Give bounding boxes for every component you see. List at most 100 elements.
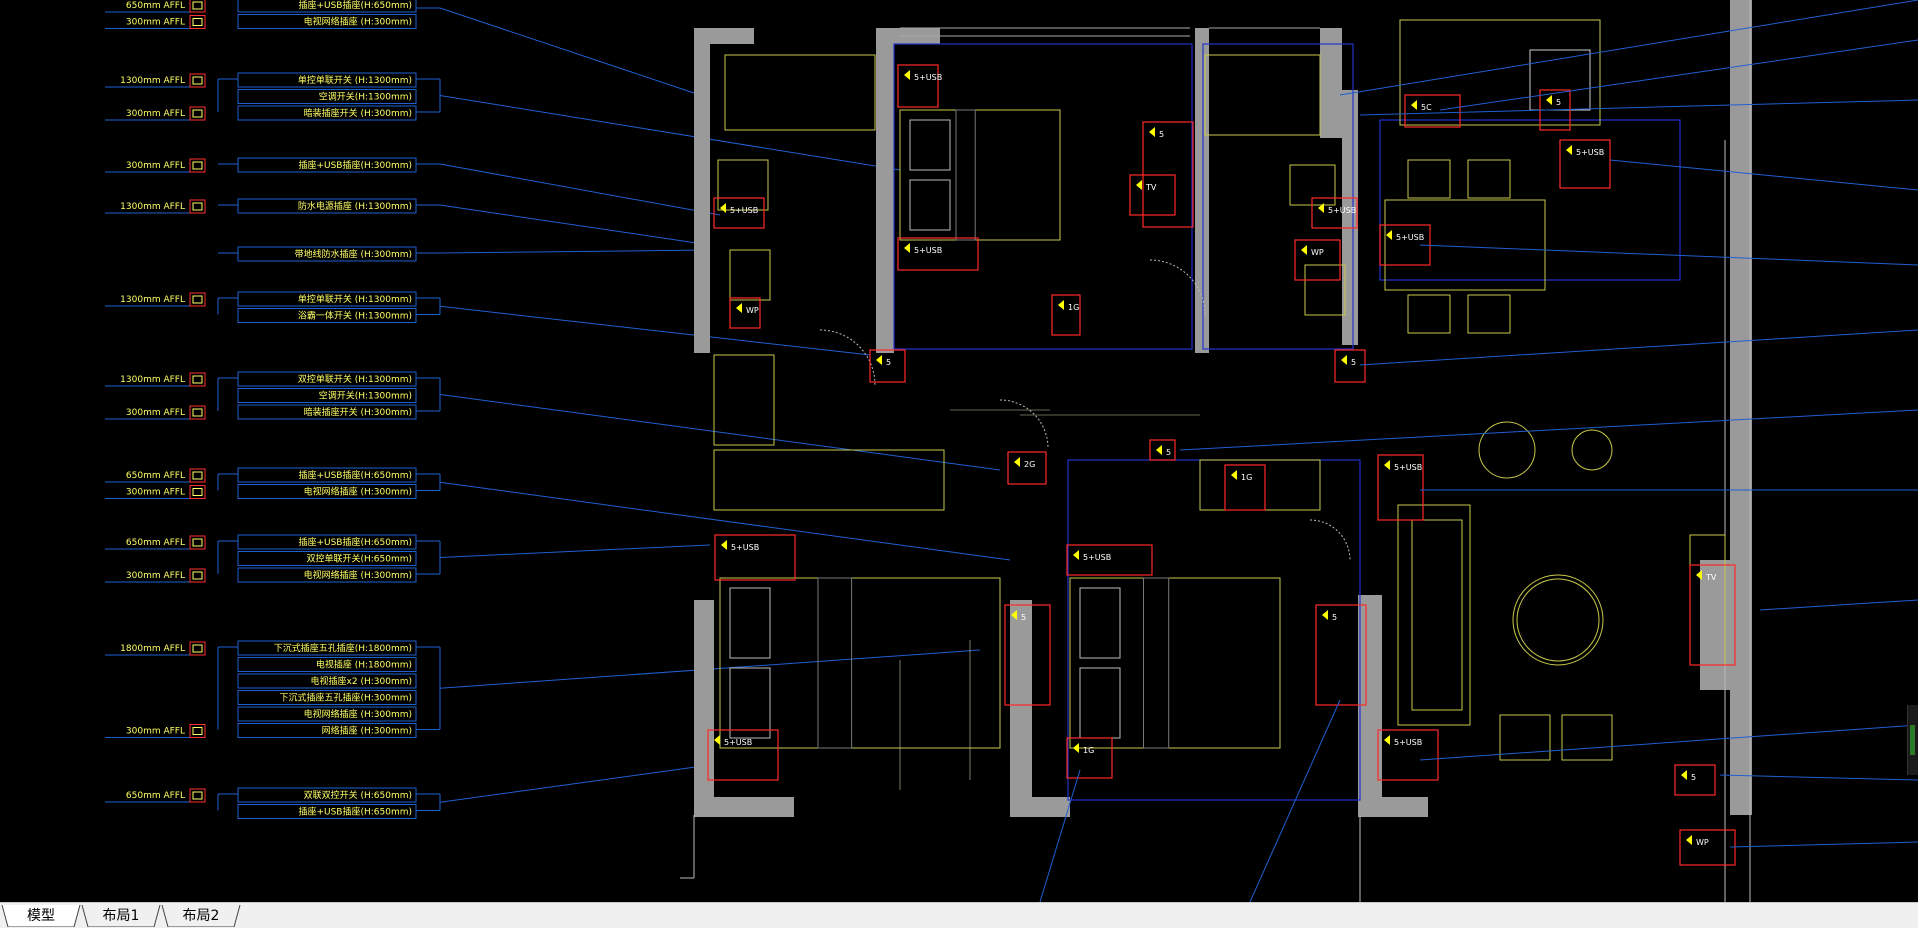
device-tag: 5+USB bbox=[724, 738, 752, 747]
socket-glyph bbox=[1073, 550, 1079, 560]
legend-row-label: 下沉式插座五孔插座(H:300mm) bbox=[279, 692, 412, 704]
wall-segment bbox=[876, 28, 894, 353]
socket-glyph bbox=[1073, 743, 1079, 753]
leader-line bbox=[1359, 329, 1918, 366]
device-tag: 5 bbox=[1021, 613, 1026, 622]
device-tag: 5+USB bbox=[1394, 463, 1422, 472]
legend-row-box bbox=[237, 105, 417, 121]
device-tag: 5+USB bbox=[1576, 148, 1604, 157]
legend-symbol-box bbox=[189, 158, 206, 173]
socket-glyph bbox=[720, 203, 726, 213]
legend-row-label: 双联双控开关 (H:650mm) bbox=[304, 789, 412, 801]
legend-height-label: 300mm AFFL bbox=[126, 488, 185, 498]
legend-row-label: 暗装插座开关 (H:300mm) bbox=[304, 406, 412, 418]
electrical-device-box bbox=[1377, 454, 1424, 521]
bathroom-fixture bbox=[717, 159, 769, 211]
device-tag: TV bbox=[1705, 573, 1717, 582]
legend-symbol-box bbox=[189, 485, 206, 499]
legend-symbol-box bbox=[189, 568, 206, 583]
electrical-device-box bbox=[1674, 764, 1716, 796]
leader-line bbox=[439, 163, 721, 216]
legend-row-label: 电视网络插座 (H:300mm) bbox=[304, 569, 412, 581]
socket-glyph bbox=[1686, 835, 1692, 845]
pillow bbox=[1079, 667, 1121, 739]
legend-row-box bbox=[237, 787, 417, 803]
legend-row-label: 空调开关(H:1300mm) bbox=[319, 91, 412, 103]
socket-glyph bbox=[1058, 300, 1064, 310]
legend-height-label: 300mm AFFL bbox=[126, 727, 185, 737]
legend-row-label: 单控单联开关 (H:1300mm) bbox=[298, 74, 412, 86]
pillow bbox=[909, 119, 951, 171]
electrical-device-box bbox=[897, 64, 939, 108]
legend-symbol-box bbox=[189, 199, 206, 214]
leader-line bbox=[439, 764, 711, 803]
legend-height-label: 650mm AFFL bbox=[126, 791, 185, 801]
legend-row-label: 下沉式插座五孔插座(H:1800mm) bbox=[274, 642, 412, 654]
dining-chair bbox=[1467, 294, 1511, 334]
socket-glyph bbox=[1566, 145, 1572, 155]
tab-layout2-label: 布局2 bbox=[182, 908, 220, 924]
legend-symbol-box bbox=[189, 292, 206, 307]
electrical-device-box bbox=[1294, 239, 1341, 281]
electrical-device-box bbox=[1559, 139, 1611, 189]
electrical-device-box bbox=[1066, 544, 1153, 576]
legend-row-box bbox=[237, 89, 417, 104]
electrical-device-box bbox=[1004, 604, 1051, 706]
tab-model-label: 模型 bbox=[27, 908, 55, 924]
electrical-device-box bbox=[1679, 829, 1736, 866]
legend-symbol-glyph bbox=[192, 471, 203, 480]
side-table bbox=[1571, 429, 1613, 471]
tab-model[interactable]: 模型 bbox=[0, 905, 82, 927]
legend-row-box bbox=[237, 198, 417, 214]
legend-height-label: 1300mm AFFL bbox=[120, 375, 185, 385]
wall-segment bbox=[1010, 797, 1070, 817]
legend-row-box bbox=[237, 657, 417, 672]
legend-row-label: 暗装插座开关 (H:300mm) bbox=[304, 107, 412, 119]
legend-row-box bbox=[237, 72, 417, 88]
legend-symbol-box bbox=[189, 641, 206, 656]
wall-segment bbox=[694, 600, 714, 815]
wardrobe-outline bbox=[713, 449, 945, 511]
legend-symbol-glyph bbox=[192, 375, 203, 384]
tab-layout1[interactable]: 布局1 bbox=[80, 905, 162, 927]
device-tag: 2G bbox=[1024, 460, 1035, 469]
legend-row-box bbox=[237, 567, 417, 583]
pillow bbox=[729, 587, 771, 659]
legend-row-label: 带地线防水插座 (H:300mm) bbox=[295, 248, 412, 260]
leader-line bbox=[439, 481, 1011, 561]
device-tag: 5 bbox=[1556, 98, 1561, 107]
socket-glyph bbox=[1341, 355, 1347, 365]
legend-symbol-glyph bbox=[192, 76, 203, 85]
dining-chair bbox=[1407, 294, 1451, 334]
device-tag: 5+USB bbox=[914, 73, 942, 82]
leader-line bbox=[1439, 39, 1918, 111]
socket-glyph bbox=[1384, 735, 1390, 745]
device-tag: WP bbox=[1311, 248, 1324, 257]
legend-symbol-box bbox=[189, 468, 206, 483]
leader-line bbox=[1359, 99, 1918, 116]
device-tag: 5 bbox=[1166, 448, 1171, 457]
tab-shape bbox=[81, 905, 161, 927]
legend-row-label: 电视网络插座 (H:300mm) bbox=[304, 708, 412, 720]
electrical-device-box bbox=[1334, 349, 1366, 383]
tab-layout2[interactable]: 布局2 bbox=[160, 905, 242, 927]
legend-height-label: 1300mm AFFL bbox=[120, 76, 185, 86]
leader-line bbox=[439, 204, 711, 246]
device-tag: 5 bbox=[886, 358, 891, 367]
legend-row-box bbox=[237, 551, 417, 566]
legend-symbol-box bbox=[189, 372, 206, 387]
device-tag: 5C bbox=[1421, 103, 1432, 112]
legend-height-label: 1300mm AFFL bbox=[120, 295, 185, 305]
leader-line bbox=[1719, 774, 1918, 781]
legend-height-label: 300mm AFFL bbox=[126, 109, 185, 119]
wall-segment bbox=[694, 797, 794, 817]
ottoman bbox=[1499, 714, 1551, 761]
socket-glyph bbox=[1322, 610, 1328, 620]
navigation-bar-handle[interactable] bbox=[1907, 705, 1918, 775]
legend-row-label: 电视插座x2 (H:300mm) bbox=[311, 675, 412, 687]
device-tag: TV bbox=[1145, 183, 1157, 192]
bathroom-fixture bbox=[1204, 54, 1321, 136]
legend-symbol-glyph bbox=[192, 538, 203, 547]
